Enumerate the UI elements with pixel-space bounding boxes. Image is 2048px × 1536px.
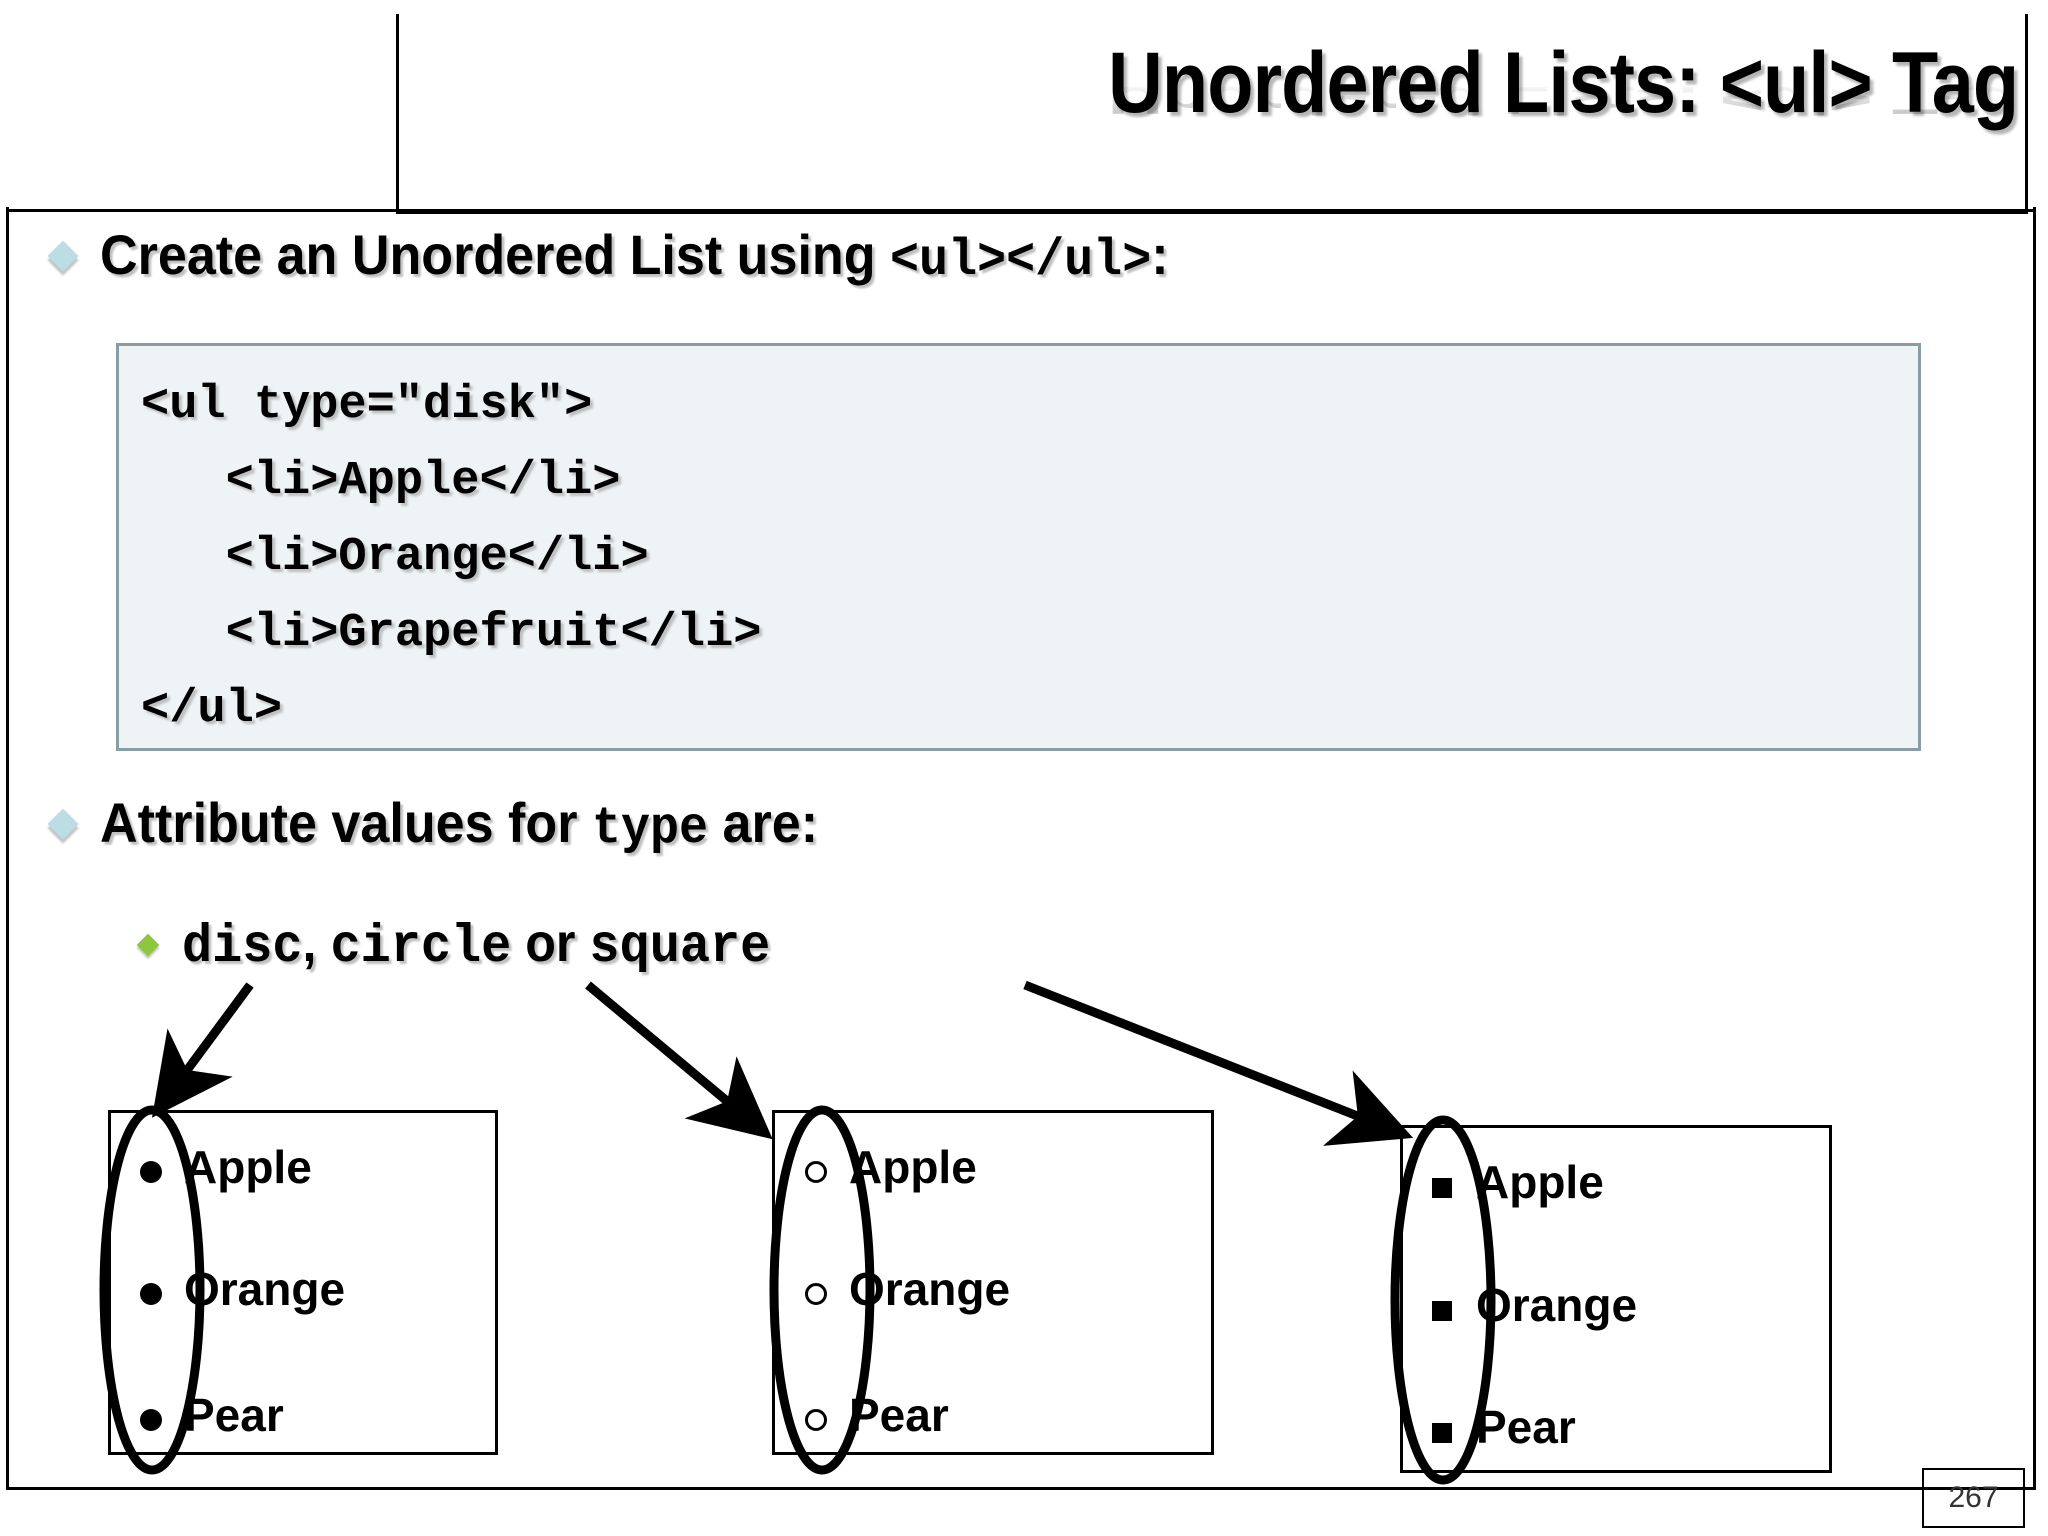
code-snippet-box: <ul type="disk"> <li>Apple</li> <li>Oran… bbox=[116, 343, 1921, 751]
list-item-label: Orange bbox=[184, 1263, 346, 1315]
list-item: Apple bbox=[805, 1140, 977, 1194]
list-item: Pear bbox=[1432, 1400, 1576, 1454]
list-item-label: Pear bbox=[1476, 1401, 1576, 1453]
diamond-bullet-icon bbox=[47, 808, 79, 840]
disc-marker-icon bbox=[140, 1262, 184, 1316]
list-item-label: Apple bbox=[184, 1141, 312, 1193]
list-item-label: Apple bbox=[849, 1141, 977, 1193]
page-number-box: 267 bbox=[1922, 1468, 2025, 1528]
disc-marker-icon bbox=[140, 1388, 184, 1442]
list-item: Apple bbox=[1432, 1155, 1604, 1209]
bullet3-sep2: or bbox=[511, 913, 590, 973]
bullet-item-attribute-values: Attribute values for type are: bbox=[47, 790, 872, 858]
bullet2-text-after: are: bbox=[708, 791, 819, 854]
keyword-square: square bbox=[589, 917, 771, 978]
circle-marker-icon bbox=[805, 1140, 849, 1194]
bullet2-code: type bbox=[591, 799, 709, 858]
list-item-label: Apple bbox=[1476, 1156, 1604, 1208]
bullet3-sep1: , bbox=[302, 913, 331, 973]
bullet2-text-before: Attribute values for bbox=[100, 791, 592, 854]
diamond-bullet-icon bbox=[136, 933, 160, 957]
code-line: <li>Grapefruit</li> bbox=[141, 607, 762, 660]
header-divider-rule bbox=[6, 209, 2034, 212]
page-number: 267 bbox=[1948, 1481, 1999, 1514]
square-marker-icon bbox=[1432, 1278, 1476, 1332]
title-banner-box bbox=[396, 14, 2028, 214]
list-item: Orange bbox=[805, 1262, 1010, 1316]
disc-marker-icon bbox=[140, 1140, 184, 1194]
bullet1-text-after: : bbox=[1151, 223, 1169, 286]
page-title: Unordered Lists: <ul> Tag bbox=[1107, 35, 2019, 131]
keyword-disc: disc bbox=[182, 917, 303, 978]
keyword-circle: circle bbox=[330, 917, 512, 978]
bullet-item-type-values: disc, circle or square bbox=[136, 912, 815, 978]
bullet-item-attribute-values-label: Attribute values for type are: bbox=[100, 790, 818, 858]
code-line: <ul type="disk"> bbox=[141, 379, 593, 432]
code-line: </ul> bbox=[141, 683, 283, 736]
slide-body-outline bbox=[6, 207, 2036, 1490]
list-item-label: Orange bbox=[1476, 1279, 1638, 1331]
list-item-label: Pear bbox=[184, 1389, 284, 1441]
list-item-label: Pear bbox=[849, 1389, 949, 1441]
list-item: Pear bbox=[140, 1388, 284, 1442]
code-line: <li>Apple</li> bbox=[141, 455, 621, 508]
list-item: Orange bbox=[1432, 1278, 1637, 1332]
bullet-item-create-list-label: Create an Unordered List using <ul></ul>… bbox=[100, 222, 1169, 290]
code-line: <li>Orange</li> bbox=[141, 531, 649, 584]
list-item: Apple bbox=[140, 1140, 312, 1194]
circle-marker-icon bbox=[805, 1262, 849, 1316]
square-marker-icon bbox=[1432, 1155, 1476, 1209]
diamond-bullet-icon bbox=[47, 240, 79, 272]
circle-marker-icon bbox=[805, 1388, 849, 1442]
square-marker-icon bbox=[1432, 1400, 1476, 1454]
list-item: Pear bbox=[805, 1388, 949, 1442]
list-item: Orange bbox=[140, 1262, 345, 1316]
list-item-label: Orange bbox=[849, 1263, 1011, 1315]
bullet1-code: <ul></ul> bbox=[890, 231, 1152, 290]
bullet1-text-before: Create an Unordered List using bbox=[100, 223, 891, 286]
bullet-item-create-list: Create an Unordered List using <ul></ul>… bbox=[47, 222, 1249, 290]
bullet-item-type-values-label: disc, circle or square bbox=[182, 912, 770, 978]
